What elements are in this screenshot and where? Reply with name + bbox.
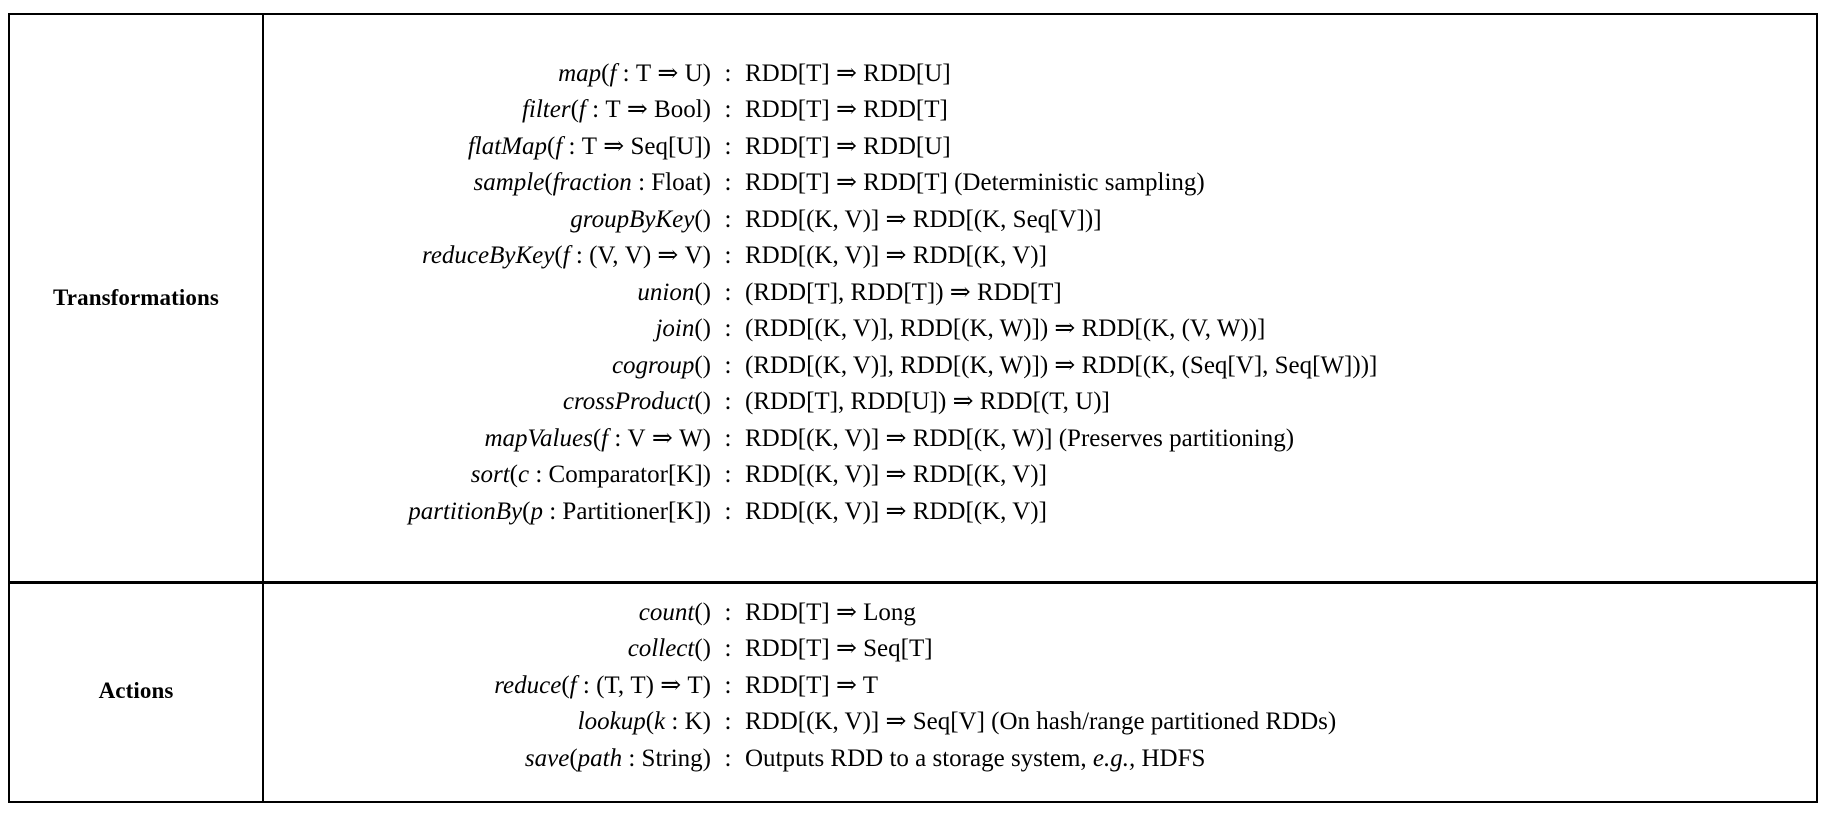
operation-signature: map(f : T ⇒ U) (558, 59, 711, 87)
table-section-actions: Actions count() : RDD[T] ⇒ Long collect(… (10, 581, 1816, 801)
operation-signature: flatMap(f : T ⇒ Seq[U]) (467, 132, 711, 160)
row-separator-colon: : (724, 708, 732, 736)
operation-signature: sample(fraction : Float) (473, 169, 711, 197)
operation-signature: partitionBy(p : Partitioner[K]) (408, 497, 711, 525)
operation-signature: sort(c : Comparator[K]) (470, 461, 711, 489)
operation-type: RDD[(K, V)] ⇒ RDD[(K, Seq[V])] (745, 205, 1102, 233)
row-separator-colon: : (724, 598, 732, 626)
table-row: reduce(f : (T, T) ⇒ T) : RDD[T] ⇒ T (264, 673, 1816, 710)
table-row: collect() : RDD[T] ⇒ Seq[T] (264, 636, 1816, 673)
rdd-operations-table: Transformations map(f : T ⇒ U) : RDD[T] … (8, 13, 1818, 803)
table-row: map(f : T ⇒ U) : RDD[T] ⇒ RDD[U] (264, 61, 1816, 98)
table-row: flatMap(f : T ⇒ Seq[U]) : RDD[T] ⇒ RDD[U… (264, 134, 1816, 171)
operation-type: RDD[T] ⇒ RDD[T] (Deterministic sampling) (745, 169, 1205, 197)
operation-type: RDD[(K, V)] ⇒ Seq[V] (On hash/range part… (745, 708, 1337, 736)
row-separator-colon: : (724, 132, 732, 160)
row-separator-colon: : (724, 497, 732, 525)
operation-type: RDD[T] ⇒ RDD[U] (745, 132, 951, 160)
operation-signature: crossProduct() (562, 388, 711, 416)
operation-signature: filter(f : T ⇒ Bool) (521, 96, 711, 124)
row-separator-colon: : (724, 635, 732, 663)
operation-type: RDD[(K, V)] ⇒ RDD[(K, V)] (745, 461, 1047, 489)
operation-type: RDD[T] ⇒ RDD[U] (745, 59, 951, 87)
operation-signature: join() (655, 315, 711, 343)
section-divider-rule (8, 581, 1818, 584)
operation-signature: lookup(k : K) (577, 708, 711, 736)
row-separator-colon: : (724, 388, 732, 416)
table-row: filter(f : T ⇒ Bool) : RDD[T] ⇒ RDD[T] (264, 97, 1816, 134)
operation-type: Outputs RDD to a storage system, e.g., H… (745, 744, 1206, 772)
row-separator-colon: : (724, 242, 732, 270)
operation-signature: collect() (627, 635, 711, 663)
table-row: union() : (RDD[T], RDD[T]) ⇒ RDD[T] (264, 280, 1816, 317)
table-row: mapValues(f : V ⇒ W) : RDD[(K, V)] ⇒ RDD… (264, 426, 1816, 463)
transformations-rows: map(f : T ⇒ U) : RDD[T] ⇒ RDD[U] filter(… (264, 15, 1816, 581)
operation-signature: save(path : String) (524, 744, 711, 772)
row-separator-colon: : (724, 315, 732, 343)
operation-type: RDD[(K, V)] ⇒ RDD[(K, V)] (745, 242, 1047, 270)
actions-rows: count() : RDD[T] ⇒ Long collect() : RDD[… (264, 581, 1816, 801)
table-row: groupByKey() : RDD[(K, V)] ⇒ RDD[(K, Seq… (264, 207, 1816, 244)
row-separator-colon: : (724, 744, 732, 772)
operation-signature: union() (637, 278, 711, 306)
table-section-transformations: Transformations map(f : T ⇒ U) : RDD[T] … (10, 15, 1816, 581)
row-separator-colon: : (724, 671, 732, 699)
row-separator-colon: : (724, 278, 732, 306)
operation-type: (RDD[T], RDD[T]) ⇒ RDD[T] (745, 278, 1062, 306)
row-separator-colon: : (724, 205, 732, 233)
table-row: join() : (RDD[(K, V)], RDD[(K, W)]) ⇒ RD… (264, 316, 1816, 353)
operation-type: RDD[T] ⇒ Seq[T] (745, 635, 933, 663)
operation-type: RDD[(K, V)] ⇒ RDD[(K, W)] (Preserves par… (745, 424, 1295, 452)
row-separator-colon: : (724, 169, 732, 197)
table-row: sample(fraction : Float) : RDD[T] ⇒ RDD[… (264, 170, 1816, 207)
operation-signature: count() (638, 598, 711, 626)
operation-type: (RDD[(K, V)], RDD[(K, W)]) ⇒ RDD[(K, (Se… (745, 351, 1378, 379)
table-row: lookup(k : K) : RDD[(K, V)] ⇒ Seq[V] (On… (264, 709, 1816, 746)
table-row: save(path : String) : Outputs RDD to a s… (264, 746, 1816, 783)
section-label-actions: Actions (10, 581, 264, 801)
row-separator-colon: : (724, 96, 732, 124)
table-row: partitionBy(p : Partitioner[K]) : RDD[(K… (264, 499, 1816, 536)
operation-signature: reduce(f : (T, T) ⇒ T) (494, 671, 711, 699)
table-row: count() : RDD[T] ⇒ Long (264, 600, 1816, 637)
operation-type: (RDD[T], RDD[U]) ⇒ RDD[(T, U)] (745, 388, 1110, 416)
operation-signature: reduceByKey(f : (V, V) ⇒ V) (422, 242, 711, 270)
operation-signature: cogroup() (611, 351, 711, 379)
operation-type: RDD[T] ⇒ RDD[T] (745, 96, 948, 124)
operation-type: RDD[(K, V)] ⇒ RDD[(K, V)] (745, 497, 1047, 525)
row-separator-colon: : (724, 424, 732, 452)
section-label-transformations: Transformations (10, 15, 264, 581)
table-row: reduceByKey(f : (V, V) ⇒ V) : RDD[(K, V)… (264, 243, 1816, 280)
operation-type: RDD[T] ⇒ T (745, 671, 878, 699)
row-separator-colon: : (724, 461, 732, 489)
table-row: crossProduct() : (RDD[T], RDD[U]) ⇒ RDD[… (264, 389, 1816, 426)
operation-type: RDD[T] ⇒ Long (745, 598, 916, 626)
table-row: cogroup() : (RDD[(K, V)], RDD[(K, W)]) ⇒… (264, 353, 1816, 390)
operation-type: (RDD[(K, V)], RDD[(K, W)]) ⇒ RDD[(K, (V,… (745, 315, 1266, 343)
operation-signature: mapValues(f : V ⇒ W) (484, 424, 711, 452)
row-separator-colon: : (724, 351, 732, 379)
row-separator-colon: : (724, 59, 732, 87)
table-row: sort(c : Comparator[K]) : RDD[(K, V)] ⇒ … (264, 462, 1816, 499)
operation-signature: groupByKey() (570, 205, 711, 233)
